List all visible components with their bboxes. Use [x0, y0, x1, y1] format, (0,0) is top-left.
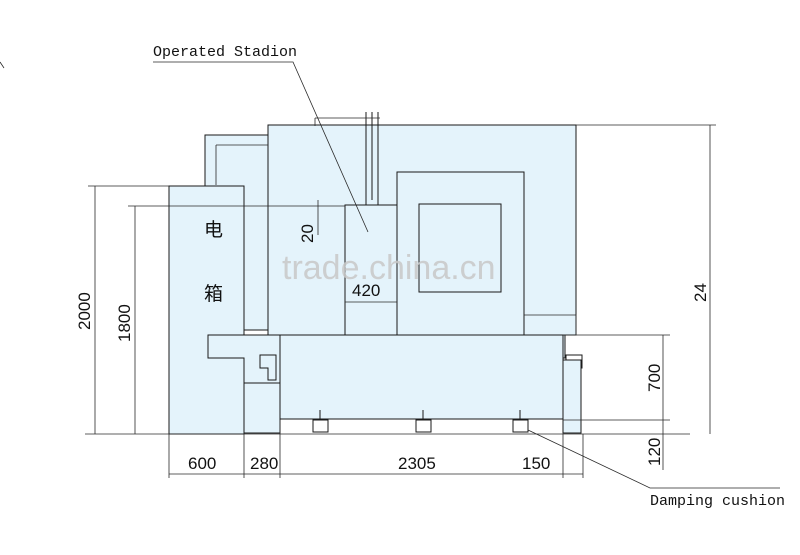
- dim-1800: 1800: [115, 304, 134, 342]
- mast-cap: [314, 117, 380, 126]
- dim-700-line: [563, 334, 670, 420]
- damping-cushion: [512, 410, 529, 433]
- dim-700: 700: [645, 364, 664, 392]
- right-step: [524, 314, 577, 335]
- right-plinth: [562, 359, 582, 434]
- dim-120-line: [563, 419, 670, 470]
- mast-pipe: [365, 112, 379, 205]
- dim-280: 280: [250, 454, 278, 473]
- dim-bottom-extensions: [168, 420, 584, 478]
- watermark-text: trade.china.cn: [282, 249, 496, 287]
- left-frame-inner: [215, 144, 268, 185]
- damping-cushion-label: Damping cushion: [650, 493, 785, 510]
- dim-420: 420: [352, 281, 380, 300]
- dim-600: 600: [188, 454, 216, 473]
- cabinet-char-2: 箱: [204, 283, 223, 305]
- dim-2000: 2000: [75, 292, 94, 330]
- dim-150: 150: [522, 454, 550, 473]
- damping-cushion-group: [312, 410, 529, 433]
- cabinet-char-1: 电: [204, 219, 223, 241]
- door-window: [418, 203, 502, 293]
- damping-cushion: [312, 410, 329, 433]
- machine-body: [168, 112, 583, 435]
- dim-120: 120: [645, 438, 664, 466]
- leader-damping-cushion: [527, 429, 780, 489]
- damping-cushion: [415, 410, 432, 433]
- left-bracket: [259, 354, 277, 381]
- electrical-cabinet: [168, 185, 245, 435]
- leader-operated-station: [153, 61, 369, 233]
- dim-overall-height: 24: [691, 283, 710, 302]
- dim-1800-line: [128, 205, 345, 434]
- dim-20: 20: [298, 224, 317, 243]
- dim-2305: 2305: [398, 454, 436, 473]
- base-bed: [279, 334, 564, 420]
- dimension-lines: [0, 61, 780, 489]
- dim-overall-height-line: [576, 124, 716, 434]
- operated-station-label: Operated Stadion: [153, 44, 297, 61]
- corner-mark: [0, 61, 5, 69]
- dim-2000-line: [88, 185, 169, 434]
- cabinet-plinth: [243, 382, 281, 434]
